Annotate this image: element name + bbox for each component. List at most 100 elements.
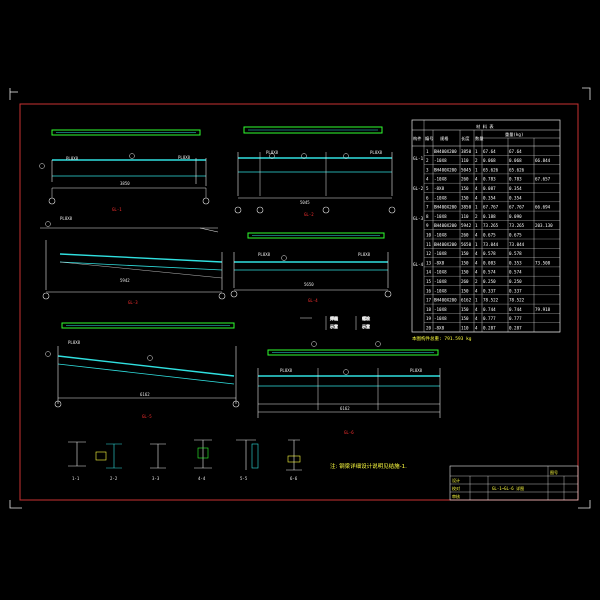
table-cell: 0.250: [483, 279, 496, 284]
section-labels: 1-1 2-2 3-3 4-4 5-5 6-6: [72, 476, 298, 481]
svg-text:规格: 规格: [440, 135, 449, 142]
table-cell: -10X8: [434, 279, 447, 284]
svg-text:PL8X8: PL8X8: [370, 150, 383, 155]
table-cell: 2: [426, 158, 429, 163]
beam-gl1: PL8X8 PL8X8 3850 GL-1: [39, 129, 210, 212]
table-cell: -10X8: [434, 270, 447, 275]
table-cell: 0.354: [509, 186, 522, 191]
table-cell: BH400X200: [434, 149, 457, 154]
table-cell: 73.508: [535, 260, 551, 265]
table-cell: 0.353: [509, 260, 522, 265]
table-cell: 150: [461, 186, 469, 191]
svg-text:PL8X8: PL8X8: [66, 156, 79, 161]
table-cell: 0.777: [483, 316, 496, 321]
beam-gl5: PL8X8 6162 GL-5: [45, 322, 240, 419]
svg-text:2-2: 2-2: [110, 476, 118, 481]
svg-text:校对: 校对: [452, 485, 460, 491]
table-cell: BH400X200: [434, 223, 457, 228]
svg-text:5650: 5650: [304, 282, 314, 287]
table-cell: 0.083: [483, 260, 496, 265]
svg-text:图号: 图号: [550, 469, 558, 475]
table-cell: 5045: [461, 167, 472, 172]
svg-text:PL8X8: PL8X8: [280, 368, 293, 373]
table-cell: 5: [426, 186, 429, 191]
group-gl1: GL-1: [413, 156, 424, 161]
table-cell: 150: [461, 260, 469, 265]
table-cell: -10X8: [434, 251, 447, 256]
table-cell: 4: [475, 233, 478, 238]
svg-text:4-4: 4-4: [198, 476, 206, 481]
svg-text:审核: 审核: [452, 493, 460, 499]
table-cell: 6: [426, 195, 429, 200]
table-cell: 260: [461, 233, 469, 238]
svg-text:PL8X8: PL8X8: [178, 155, 191, 160]
table-cell: 0.337: [483, 288, 496, 293]
table-cell: 0.337: [509, 288, 522, 293]
table-cell: 67.64: [509, 149, 522, 154]
table-cell: 0.744: [483, 307, 496, 312]
svg-text:示意: 示意: [330, 323, 338, 329]
svg-text:示意: 示意: [362, 323, 370, 329]
table-cell: -10X8: [434, 214, 447, 219]
svg-text:3850: 3850: [120, 181, 130, 186]
table-cell: 2: [475, 279, 478, 284]
table-cell: 1: [426, 149, 429, 154]
drawing-name: GL-1~GL-6 详图: [492, 485, 524, 491]
table-cell: 67.657: [535, 177, 551, 182]
table-cell: 9: [426, 223, 429, 228]
gl4-label: GL-4: [308, 298, 318, 303]
corner-marks: [9, 87, 591, 509]
table-cell: 0.287: [509, 326, 522, 331]
table-cell: 1: [475, 223, 478, 228]
svg-text:数量: 数量: [475, 135, 483, 142]
table-cell: 0.574: [509, 270, 522, 275]
table-cell: 18: [426, 307, 432, 312]
svg-text:PL8X8: PL8X8: [258, 252, 271, 257]
table-cell: 73.265: [483, 223, 499, 228]
svg-text:焊缝: 焊缝: [330, 315, 338, 321]
table-cell: -10X8: [434, 195, 447, 200]
svg-text:PL8X8: PL8X8: [266, 150, 279, 155]
table-cell: 4: [475, 177, 478, 182]
table-cell: -10X8: [434, 233, 447, 238]
beam-gl3: PL8X8 5942 GL-3: [40, 216, 226, 305]
table-cell: 78.522: [509, 298, 525, 303]
svg-text:PL8X8: PL8X8: [358, 252, 371, 257]
table-cell: 10: [426, 233, 432, 238]
table-cell: 5942: [461, 223, 472, 228]
table-cell: 1: [475, 298, 478, 303]
table-cell: 65.626: [483, 167, 499, 172]
table-cell: 8: [426, 214, 429, 219]
table-cell: 203.130: [535, 223, 553, 228]
table-cell: 4: [426, 177, 429, 182]
table-cell: 4: [475, 186, 478, 191]
table-cell: 0.777: [509, 316, 522, 321]
table-cell: 12: [426, 251, 432, 256]
svg-text:5045: 5045: [300, 200, 310, 205]
table-cell: 73.044: [483, 242, 499, 247]
table-cell: 66.844: [535, 158, 551, 163]
table-cell: -10X8: [434, 288, 447, 293]
table-cell: 78.522: [483, 298, 499, 303]
table-cell: 0.354: [509, 195, 522, 200]
table-cell: 6162: [461, 298, 472, 303]
table-cell: 0.744: [509, 307, 522, 312]
table-cell: 7: [426, 205, 429, 210]
table-cell: 0.675: [483, 233, 496, 238]
table-cell: 73.044: [509, 242, 525, 247]
table-cell: 4: [475, 307, 478, 312]
table-cell: 4: [475, 316, 478, 321]
gl1-label: GL-1: [112, 207, 122, 212]
table-cell: BH400X200: [434, 298, 457, 303]
table-cell: 0.188: [483, 214, 496, 219]
table-cell: 260: [461, 177, 469, 182]
table-cell: 4: [475, 288, 478, 293]
table-cell: 0.287: [483, 326, 496, 331]
table-cell: 1: [475, 167, 478, 172]
table-cell: 150: [461, 251, 469, 256]
svg-text:6162: 6162: [340, 406, 350, 411]
table-cell: 4: [475, 251, 478, 256]
table-cell: 150: [461, 288, 469, 293]
